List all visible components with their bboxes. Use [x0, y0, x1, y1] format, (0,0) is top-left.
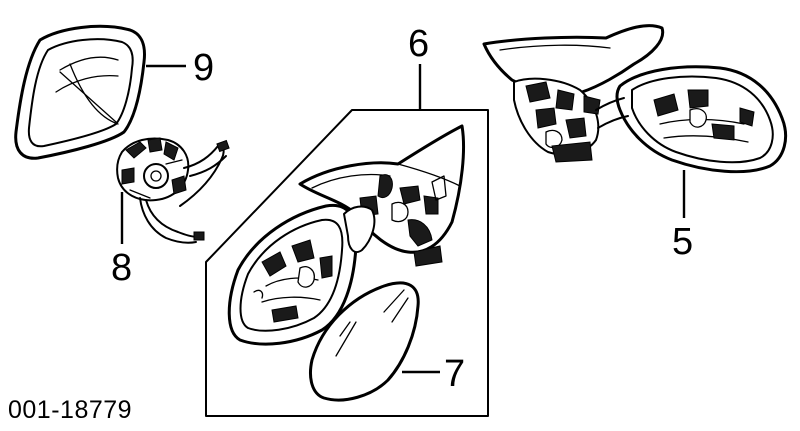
- part-6-assembly-box: [205, 109, 489, 417]
- part-7-mirror-glass: [309, 281, 420, 402]
- callout-9: 9: [193, 47, 214, 89]
- part-9-mirror-cover: [14, 24, 146, 160]
- part-8-motor-assembly: [116, 137, 230, 244]
- part-6-mirror-housing: [227, 124, 465, 346]
- callout-7: 7: [444, 353, 465, 395]
- part-5-complete-mirror: [482, 24, 787, 174]
- callout-8: 8: [111, 247, 132, 289]
- part-number-label: 001-18779: [8, 396, 132, 424]
- callout-5: 5: [672, 221, 693, 263]
- callout-6: 6: [408, 23, 429, 65]
